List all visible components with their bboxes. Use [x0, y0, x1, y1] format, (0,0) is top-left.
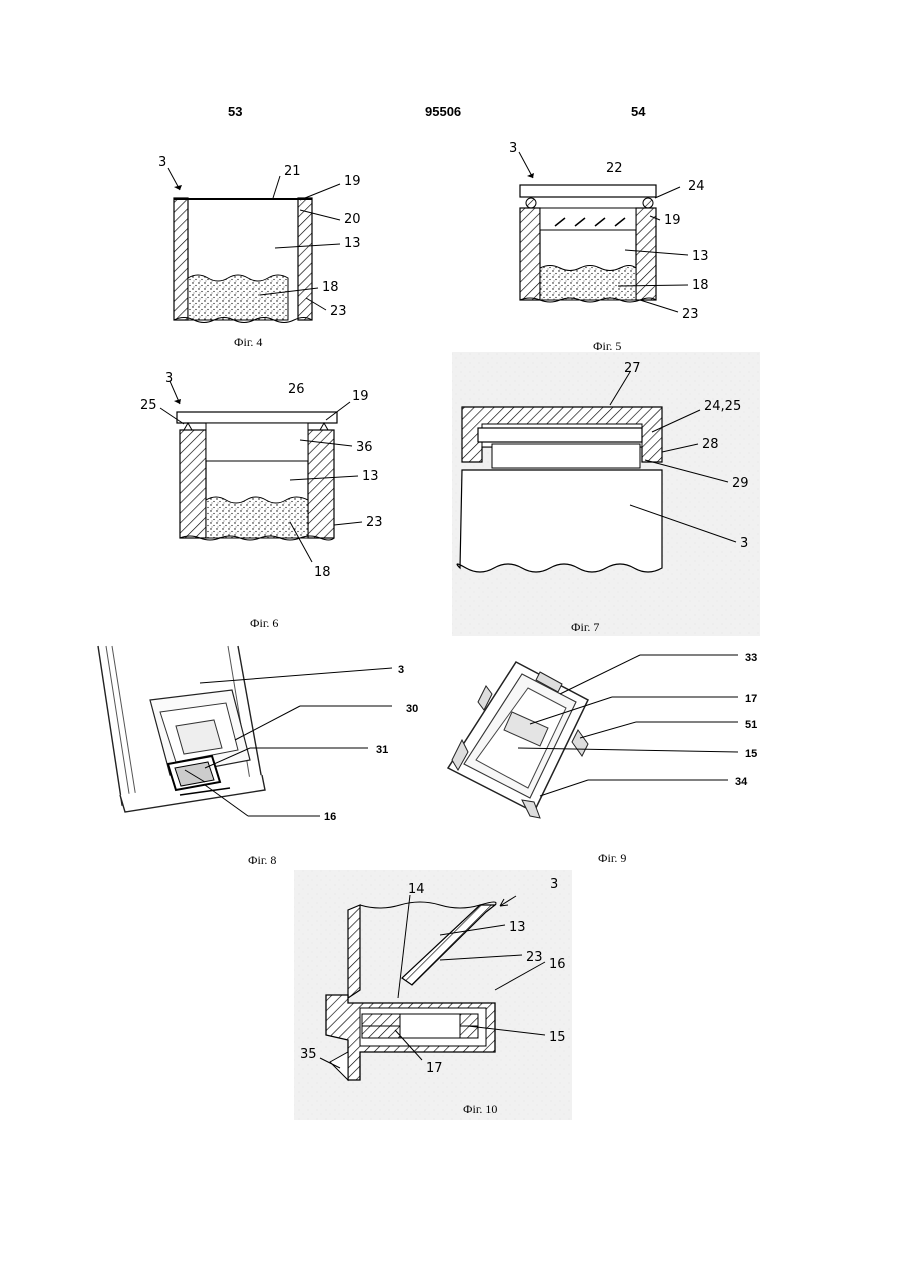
figure-6: 3 25 26 19 36 13 23 18 Фіг. 6: [140, 371, 383, 630]
fig10-label-3: 3: [550, 877, 558, 892]
fig5-seal-right: [643, 198, 653, 208]
fig10-caption: Фіг. 10: [463, 1102, 497, 1116]
fig6-right-wall: [308, 430, 334, 538]
fig9-caption: Фіг. 9: [598, 851, 626, 865]
fig6-caption: Фіг. 6: [250, 616, 278, 630]
figure-9: 33 17 51 15 34 Фіг. 9: [448, 652, 757, 865]
fig9-label-34: 34: [735, 776, 748, 788]
fig4-caption: Фіг. 4: [234, 335, 262, 349]
fig5-caption: Фіг. 5: [593, 339, 621, 353]
fig6-left-wall: [180, 430, 206, 538]
fig7-label-24-25: 24,25: [704, 399, 741, 414]
fig8-label-31: 31: [376, 744, 388, 756]
fig5-label-22: 22: [606, 161, 623, 176]
fig6-label-25: 25: [140, 398, 157, 413]
fig6-lid: [177, 412, 337, 423]
fig10-label-17: 17: [426, 1061, 443, 1076]
fig4-label-18: 18: [322, 280, 339, 295]
fig4-label-13: 13: [344, 236, 361, 251]
fig4-label-21: 21: [284, 164, 301, 179]
fig4-powder: [188, 275, 288, 320]
fig8-label-30: 30: [406, 703, 418, 715]
fig8-label-3: 3: [398, 664, 404, 676]
fig7-caption: Фіг. 7: [571, 620, 599, 634]
fig8-caption: Фіг. 8: [248, 853, 276, 867]
fig10-label-15: 15: [549, 1030, 566, 1045]
fig5-label-3: 3: [509, 141, 517, 156]
fig6-label-13: 13: [362, 469, 379, 484]
fig6-powder: [206, 497, 308, 538]
fig5-seal-left: [526, 198, 536, 208]
fig5-label-19: 19: [664, 213, 681, 228]
fig6-label-19: 19: [352, 389, 369, 404]
fig10-filter: [400, 1014, 460, 1038]
fig5-label-13: 13: [692, 249, 709, 264]
figure-4: 3 21 19 20 13 18 23 Фіг. 4: [158, 155, 361, 349]
fig10-label-23: 23: [526, 950, 543, 965]
fig7-container: [457, 470, 662, 572]
fig6-label-26: 26: [288, 382, 305, 397]
fig6-label-18: 18: [314, 565, 331, 580]
fig9-label-15: 15: [745, 748, 757, 760]
fig7-membrane: [478, 428, 642, 442]
fig4-label-3: 3: [158, 155, 166, 170]
figure-7: 27 24,25 28 29 3 Фіг. 7: [452, 352, 760, 636]
fig5-label-18: 18: [692, 278, 709, 293]
fig10-label-16: 16: [549, 957, 566, 972]
fig5-label-24: 24: [688, 179, 705, 194]
fig4-label-20: 20: [344, 212, 361, 227]
fig6-label-23: 23: [366, 515, 383, 530]
fig5-label-23: 23: [682, 307, 699, 322]
fig8-label-16: 16: [324, 811, 336, 823]
fig5-left-wall: [520, 208, 540, 300]
fig9-label-51: 51: [745, 719, 757, 731]
fig4-left-wall: [174, 198, 188, 320]
fig5-lid: [520, 185, 656, 197]
fig5-powder: [540, 266, 636, 301]
fig6-label-36: 36: [356, 440, 373, 455]
fig7-label-29: 29: [732, 476, 749, 491]
fig10-container-wall: [348, 905, 360, 998]
figure-8: 3 30 31 16 Фіг. 8: [98, 646, 418, 867]
fig9-label-33: 33: [745, 652, 757, 664]
fig10-label-13: 13: [509, 920, 526, 935]
fig7-label-28: 28: [702, 437, 719, 452]
fig4-label-19: 19: [344, 174, 361, 189]
fig7-label-27: 27: [624, 361, 641, 376]
fig7-label-3: 3: [740, 536, 748, 551]
fig4-label-23: 23: [330, 304, 347, 319]
fig6-label-3: 3: [165, 371, 173, 386]
fig9-label-17: 17: [745, 693, 757, 705]
fig4-right-wall: [298, 198, 312, 320]
figure-5: 3 22 24 19 13 18 23 Фіг. 5: [509, 141, 709, 353]
fig10-label-35: 35: [300, 1047, 317, 1062]
figure-10: 3 14 13 23 16 15 35 17 Фіг. 10: [294, 870, 572, 1120]
fig10-label-14: 14: [408, 882, 425, 897]
